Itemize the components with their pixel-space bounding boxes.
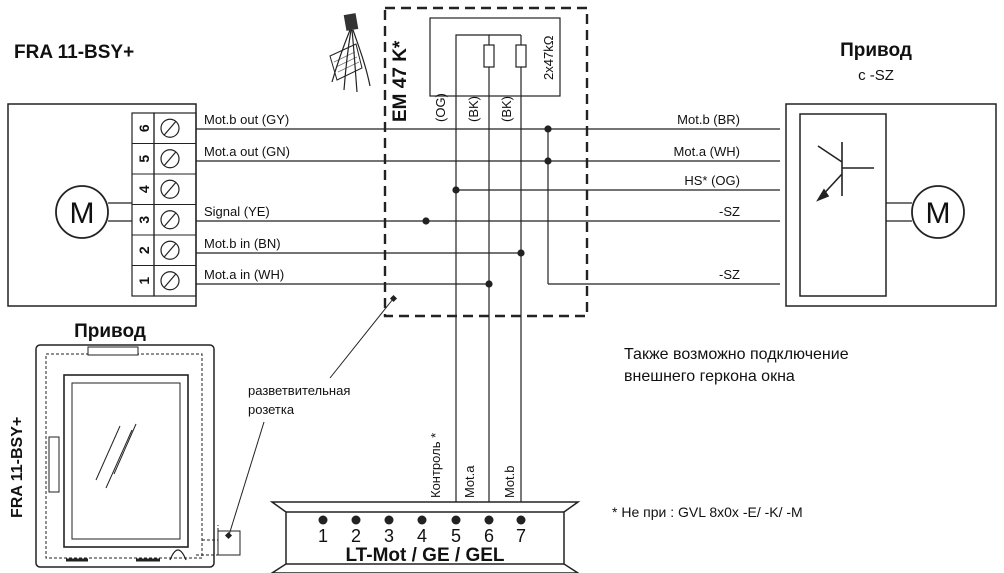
controller-terminal-dot-4 bbox=[417, 515, 427, 525]
module-title: EM 47 K* bbox=[390, 40, 411, 122]
controller-label-kontrol: Контроль * bbox=[428, 433, 443, 498]
terminal-screw-5 bbox=[160, 149, 180, 169]
controller-terminal-number-5: 5 bbox=[451, 526, 461, 546]
right-motor-symbol: M bbox=[926, 197, 951, 230]
hall-sensor-box bbox=[799, 113, 887, 297]
wire-label-mot-a-in: Mot.a in (WH) bbox=[204, 267, 284, 282]
controller-terminal-number-6: 6 bbox=[484, 526, 494, 546]
controller-terminal-dot-7 bbox=[516, 515, 526, 525]
controller-terminal-dot-6 bbox=[484, 515, 494, 525]
em-module-box bbox=[383, 6, 589, 318]
right-device-title: Привод bbox=[840, 40, 912, 61]
junction-label-line-2: розетка bbox=[248, 402, 295, 417]
controller-box bbox=[269, 501, 581, 573]
window-drive-side-label: FRA 11-BSY+ bbox=[9, 417, 26, 518]
terminal-screw-6 bbox=[160, 118, 180, 138]
wire-label-signal: Signal (YE) bbox=[204, 204, 270, 219]
controller-title: LT-Mot / GE / GEL bbox=[345, 545, 504, 566]
terminal-number-2: 2 bbox=[136, 246, 152, 254]
junction-label-line-1: разветвительная bbox=[248, 383, 350, 398]
terminal-screw-3 bbox=[160, 210, 180, 230]
footnote: * Не при : GVL 8x0x -E/ -K/ -M bbox=[612, 504, 803, 520]
wire-label-hs-og: HS* (OG) bbox=[684, 173, 740, 188]
wire-label-sz-1: -SZ bbox=[719, 204, 740, 219]
left-device-title: FRA 11-BSY+ bbox=[14, 42, 134, 63]
wire-label-mot-a-wh: Mot.a (WH) bbox=[674, 144, 740, 159]
terminal-number-6: 6 bbox=[136, 124, 152, 132]
controller-terminal-dot-5 bbox=[451, 515, 461, 525]
sensor-cable-icon bbox=[329, 13, 371, 93]
resistor-box bbox=[429, 17, 561, 97]
module-wire-label-og: (OG) bbox=[433, 93, 448, 122]
resistor-1 bbox=[483, 44, 495, 68]
wire-label-sz-2: -SZ bbox=[719, 267, 740, 282]
transistor-icon bbox=[816, 142, 874, 202]
wire-label-mot-a-out: Mot.a out (GN) bbox=[204, 144, 290, 159]
controller-terminal-number-2: 2 bbox=[351, 526, 361, 546]
left-motor-symbol: M bbox=[70, 197, 95, 230]
right-device-subtitle: с -SZ bbox=[858, 67, 894, 84]
terminal-number-4: 4 bbox=[136, 185, 152, 193]
window-frame-icon bbox=[35, 344, 241, 568]
left-motor-icon bbox=[55, 185, 109, 239]
resistor-2 bbox=[515, 44, 527, 68]
note-line-1: Также возможно подключение bbox=[624, 346, 849, 363]
right-device-box bbox=[785, 103, 997, 307]
note-line-2: внешнего геркона окна bbox=[624, 368, 795, 385]
module-wire-label-bk2: (BK) bbox=[499, 96, 514, 122]
controller-terminal-number-3: 3 bbox=[384, 526, 394, 546]
right-motor-icon bbox=[911, 185, 965, 239]
window-drive-title: Привод bbox=[74, 321, 146, 342]
controller-terminal-dot-3 bbox=[384, 515, 394, 525]
controller-label-mot-a: Mot.a bbox=[462, 465, 477, 498]
module-wire-label-bk1: (BK) bbox=[466, 96, 481, 122]
wire-label-mot-b-in: Mot.b in (BN) bbox=[204, 236, 281, 251]
controller-label-mot-b: Mot.b bbox=[502, 465, 517, 498]
terminal-number-3: 3 bbox=[136, 216, 152, 224]
resistor-label: 2x47kΩ bbox=[541, 35, 556, 80]
terminal-screw-4 bbox=[160, 179, 180, 199]
controller-terminal-dot-2 bbox=[351, 515, 361, 525]
wire-label-mot-b-out: Mot.b out (GY) bbox=[204, 112, 289, 127]
wire-label-mot-b-br: Mot.b (BR) bbox=[677, 112, 740, 127]
controller-terminal-number-1: 1 bbox=[318, 526, 328, 546]
terminal-number-5: 5 bbox=[136, 155, 152, 163]
junction-box-icon bbox=[217, 530, 241, 556]
terminal-number-1: 1 bbox=[136, 277, 152, 285]
controller-terminal-number-4: 4 bbox=[417, 526, 427, 546]
terminal-screw-1 bbox=[160, 271, 180, 291]
controller-terminal-dot-1 bbox=[318, 515, 328, 525]
terminal-screw-2 bbox=[160, 240, 180, 260]
controller-terminal-number-7: 7 bbox=[516, 526, 526, 546]
